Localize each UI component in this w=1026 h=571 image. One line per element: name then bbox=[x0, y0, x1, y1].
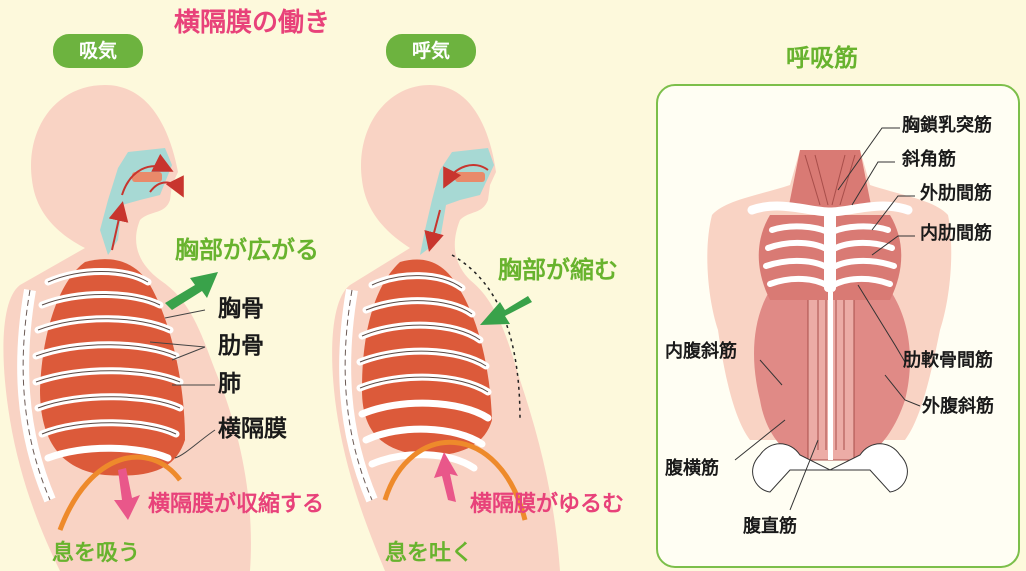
label-internal-oblique: 内腹斜筋 bbox=[665, 343, 737, 361]
inhale-badge: 吸気 bbox=[53, 34, 143, 68]
label-external-intercostal: 外肋間筋 bbox=[920, 185, 992, 203]
chest-shrinks-label: 胸部が縮む bbox=[498, 258, 618, 282]
label-external-oblique: 外腹斜筋 bbox=[922, 398, 994, 416]
diaphragm-relaxes-label: 横隔膜がゆるむ bbox=[470, 494, 624, 516]
label-intercartilaginous: 肋軟骨間筋 bbox=[903, 352, 993, 370]
label-ribs: 肋骨 bbox=[218, 335, 264, 358]
label-internal-intercostal: 内肋間筋 bbox=[920, 225, 992, 243]
diagram-title: 横隔膜の働き bbox=[174, 10, 330, 36]
muscles-panel bbox=[657, 85, 1019, 567]
label-transversus: 腹横筋 bbox=[665, 460, 719, 478]
label-sternum: 胸骨 bbox=[218, 298, 264, 321]
label-diaphragm: 横隔膜 bbox=[218, 418, 287, 441]
muscles-title: 呼吸筋 bbox=[786, 46, 858, 70]
label-rectus: 腹直筋 bbox=[743, 518, 797, 536]
label-scalene: 斜角筋 bbox=[902, 151, 956, 169]
exhale-caption: 息を吐く bbox=[385, 543, 473, 565]
inhale-caption: 息を吸う bbox=[52, 543, 140, 565]
label-sternocleidomastoid: 胸鎖乳突筋 bbox=[902, 117, 992, 135]
chest-expands-label: 胸部が広がる bbox=[175, 238, 319, 262]
exhale-badge: 呼気 bbox=[386, 34, 476, 68]
diaphragm-contracts-label: 横隔膜が収縮する bbox=[148, 494, 324, 516]
label-lung: 肺 bbox=[218, 373, 241, 396]
